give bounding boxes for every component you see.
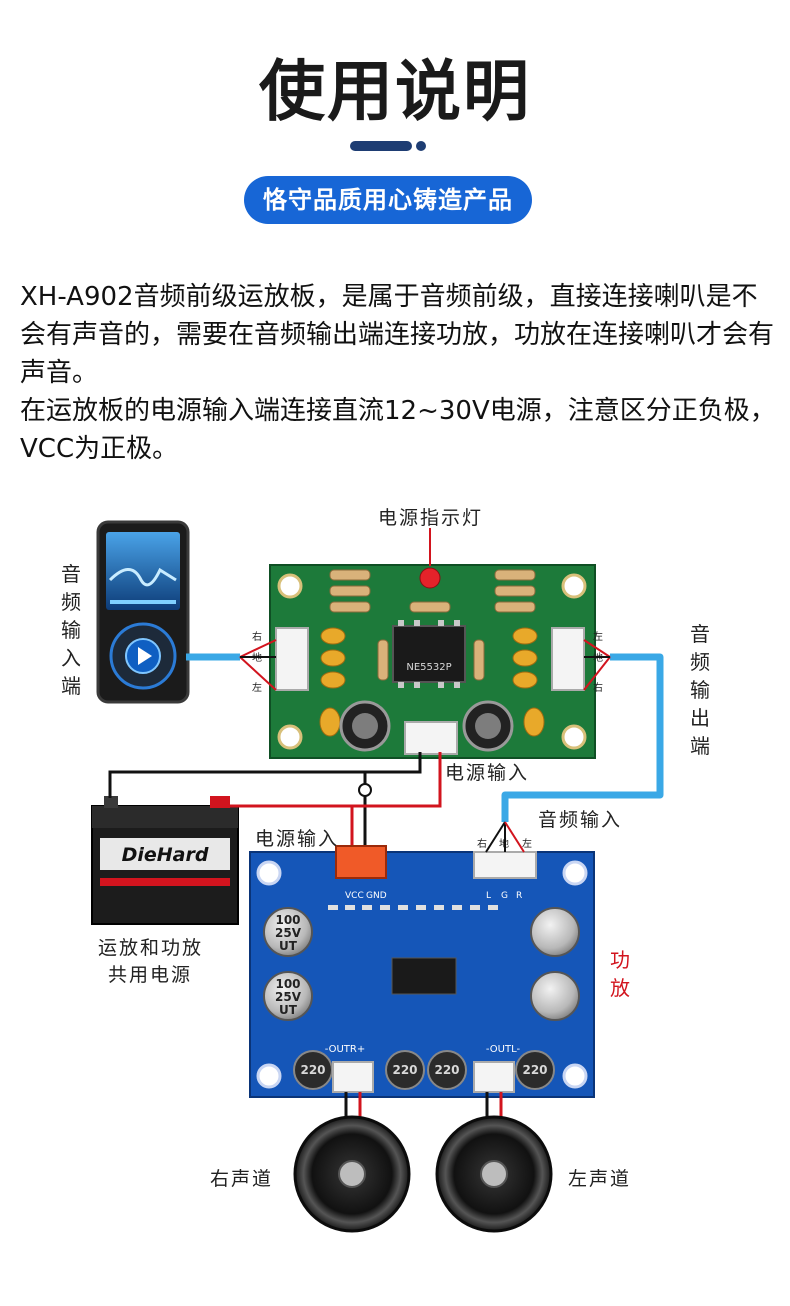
description-paragraph-1: XH-A902音频前级运放板，是属于音频前级，直接连接喇叭是不会有声音的，需要在… [20,282,775,388]
preamp-in-right-label: 右 [252,630,262,643]
amp-audio-input-label: 音频输入 [538,809,623,831]
mp3-player [96,520,190,704]
power-led [419,567,441,589]
title-underline-dot [416,141,426,151]
amp-out-left-label: -OUTL- [486,1044,521,1055]
shared-power-label-line1: 运放和功放 [98,937,204,959]
speaker-right [293,1115,411,1233]
cap-value-2: 100 [275,977,300,991]
description-paragraph-2: 在运放板的电源输入端连接直流12~30V电源，注意区分正负极，VCC为正极。 [20,396,776,464]
amp-out-right-label: -OUTR+ [325,1044,366,1055]
preamp-board: NE5532P [269,564,596,759]
battery: DieHard [91,796,239,925]
right-channel-label: 右声道 [210,1168,274,1190]
amplifier-board: VCC GND L G R 100 25V UT 100 25V UT [249,845,595,1098]
amp-l-pin: L [486,891,491,901]
page-title: 使用说明 [259,53,531,130]
cap-code-1: UT [279,939,298,953]
chip-label: NE5532P [406,662,451,673]
title-underline-long [350,141,412,151]
preamp-out-left-label: 左 [593,630,603,643]
preamp-power-input-label: 电源输入 [445,762,530,784]
left-channel-label: 左声道 [568,1168,632,1190]
amp-in-right-label: 右 [477,837,487,850]
inductor-4-value: 220 [522,1063,547,1077]
amp-g-pin: G [501,891,508,901]
play-icon [138,647,152,665]
shared-power-label-line2: 共用电源 [108,964,193,986]
slogan-badge: 恪守品质用心铸造产品 [244,176,532,224]
audio-output-end-label: 音频输出端 [690,622,710,758]
amp-vcc-pin: VCC [345,891,364,901]
cap-voltage-2: 25V [275,990,302,1004]
inductor-3-value: 220 [434,1063,459,1077]
amplifier-label: 功放 [610,948,630,1000]
power-indicator-label: 电源指示灯 [378,507,484,529]
amp-gnd-pin: GND [366,891,387,901]
speaker-left [435,1115,553,1233]
description-text: XH-A902音频前级运放板，是属于音频前级，直接连接喇叭是不会有声音的，需要在… [20,278,780,468]
cap-voltage-1: 25V [275,926,302,940]
amp-power-input-label: 电源输入 [255,828,340,850]
battery-brand: DieHard [122,844,209,866]
cap-value-1: 100 [275,913,300,927]
audio-wires [186,653,664,822]
audio-input-end-label: 音频输入端 [61,562,81,698]
preamp-out-right-label: 右 [593,681,603,694]
inductor-1-value: 220 [300,1063,325,1077]
amp-in-left-label: 左 [522,837,532,850]
preamp-in-left-label: 左 [252,681,262,694]
cap-code-2: UT [279,1003,298,1017]
amp-r-pin: R [516,891,522,901]
inductor-2-value: 220 [392,1063,417,1077]
